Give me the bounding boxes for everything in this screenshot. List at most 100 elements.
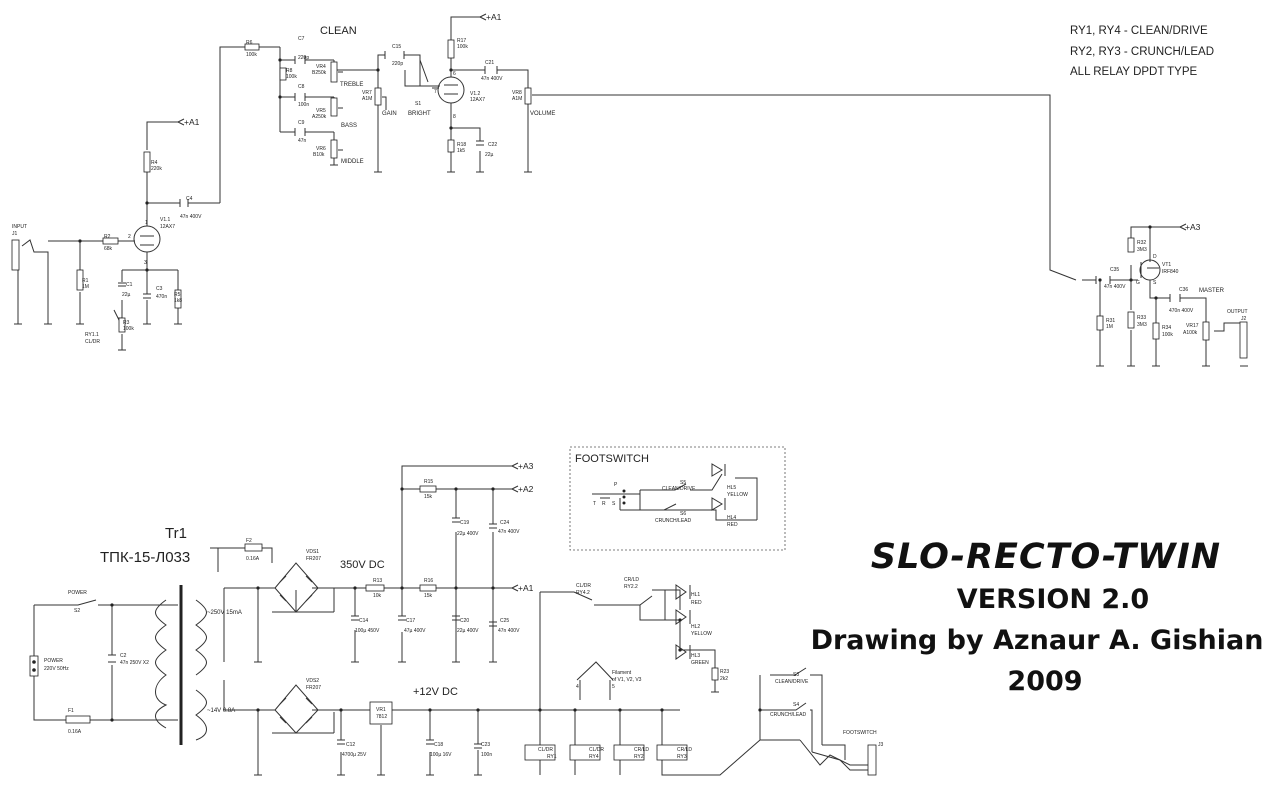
- svg-text:S3: S3: [793, 672, 799, 678]
- svg-text:100µ 16V: 100µ 16V: [430, 752, 452, 758]
- middle-label: MIDDLE: [341, 159, 364, 165]
- svg-text:Filament: Filament: [612, 670, 632, 676]
- svg-text:22µ: 22µ: [122, 292, 131, 298]
- svg-text:7: 7: [434, 89, 437, 95]
- svg-text:YELLOW: YELLOW: [727, 492, 748, 498]
- svg-text:A1M: A1M: [512, 96, 522, 102]
- svg-text:S1: S1: [415, 101, 421, 107]
- svg-text:YELLOW: YELLOW: [691, 631, 712, 637]
- bass-label: BASS: [341, 123, 357, 129]
- svg-text:S2: S2: [74, 608, 80, 614]
- svg-text:R6: R6: [246, 40, 253, 46]
- svg-text:J1: J1: [12, 231, 18, 237]
- svg-text:VR7: VR7: [362, 90, 372, 96]
- svg-text:R15: R15: [424, 479, 433, 485]
- svg-text:HL5: HL5: [727, 485, 736, 491]
- svg-text:RY4.2: RY4.2: [576, 590, 590, 596]
- note-line-3: ALL RELAY DPDT TYPE: [1070, 66, 1198, 78]
- svg-text:VR4: VR4: [316, 64, 326, 70]
- svg-text:RED: RED: [727, 522, 738, 528]
- svg-text:C9: C9: [298, 120, 305, 126]
- svg-text:RY2.2: RY2.2: [624, 584, 638, 590]
- svg-text:S5: S5: [680, 480, 686, 486]
- svg-text:12AX7: 12AX7: [470, 97, 485, 103]
- svg-text:CRUNCH/LEAD: CRUNCH/LEAD: [770, 712, 807, 718]
- svg-text:220k: 220k: [151, 166, 162, 172]
- relay-ry4: [569, 744, 601, 761]
- svg-text:C3: C3: [156, 286, 163, 292]
- svg-text:VDS2: VDS2: [306, 678, 319, 684]
- svg-text:P: P: [614, 482, 618, 488]
- svg-text:HL4: HL4: [727, 515, 736, 521]
- svg-text:VT1: VT1: [1162, 262, 1171, 268]
- svg-text:15k: 15k: [424, 494, 433, 500]
- pot-vr6: [330, 139, 338, 159]
- power-supply-wiring: [33, 465, 868, 776]
- svg-text:47n: 47n: [298, 138, 307, 144]
- svg-text:470n: 470n: [156, 294, 167, 300]
- bridge-vds1: [274, 562, 319, 613]
- svg-text:47n 250V X2: 47n 250V X2: [120, 660, 149, 666]
- pot-vr5: [330, 97, 338, 117]
- control-labels: TREBLE BASS MIDDLE GAIN BRIGHT VOLUME MA…: [12, 82, 1248, 315]
- svg-text:3: 3: [144, 260, 147, 266]
- svg-text:CL/DR: CL/DR: [538, 747, 553, 753]
- svg-text:C23: C23: [481, 742, 490, 748]
- resistor-r31: [1096, 315, 1104, 331]
- svg-text:C8: C8: [298, 84, 305, 90]
- rail-a1-label: +A1: [518, 583, 534, 593]
- svg-text:12AX7: 12AX7: [160, 224, 175, 230]
- svg-text:100n: 100n: [481, 752, 492, 758]
- svg-text:CLEAN/DRIVE: CLEAN/DRIVE: [775, 679, 809, 685]
- project-title: SLO-RECTO-TWIN: [871, 537, 1221, 577]
- resistor-r16: [419, 584, 437, 592]
- svg-text:R33: R33: [1137, 315, 1146, 321]
- svg-text:47n 400V: 47n 400V: [180, 214, 202, 220]
- svg-text:RY1: RY1: [547, 754, 557, 760]
- svg-text:POWER: POWER: [44, 658, 63, 664]
- treble-label: TREBLE: [340, 82, 363, 88]
- svg-text:4700µ 25V: 4700µ 25V: [342, 752, 367, 758]
- svg-text:1: 1: [145, 220, 148, 226]
- fuse-f1: [65, 715, 91, 724]
- svg-text:47µ 400V: 47µ 400V: [404, 628, 426, 634]
- power-supply-designators: Tr1 ТПК-15-Л033 F1 0.16A F2 0.16A POWER …: [44, 479, 884, 760]
- svg-text:HL1: HL1: [691, 592, 700, 598]
- resistor-r4: [143, 151, 151, 173]
- rail-a1-label: +A1: [486, 12, 502, 22]
- resistor-r18: [447, 139, 455, 153]
- relay-ry1: [524, 744, 556, 761]
- preamp-designators: J1 R1 1M R2 68k R4 220k R5 1k8 R3 100k C…: [12, 36, 522, 345]
- svg-text:R: R: [602, 501, 606, 507]
- svg-text:F2: F2: [246, 538, 252, 544]
- svg-text:6: 6: [453, 71, 456, 77]
- resistor-r2: [102, 237, 119, 245]
- svg-text:C19: C19: [460, 520, 469, 526]
- note-line-1: RY1, RY4 - CLEAN/DRIVE: [1070, 25, 1208, 37]
- svg-text:22µ 400V: 22µ 400V: [457, 531, 479, 537]
- svg-text:C14: C14: [359, 618, 368, 624]
- svg-text:R5: R5: [174, 292, 181, 298]
- svg-text:8: 8: [453, 114, 456, 120]
- svg-text:220p: 220p: [392, 61, 403, 67]
- lv-dc-label: +12V DC: [413, 686, 458, 698]
- svg-text:1k5: 1k5: [457, 148, 465, 154]
- svg-text:CL/DR: CL/DR: [85, 339, 100, 345]
- svg-text:C22: C22: [488, 142, 497, 148]
- relay-ry3: [656, 744, 688, 761]
- svg-text:~14V 0.8A: ~14V 0.8A: [207, 708, 235, 714]
- svg-text:C15: C15: [392, 44, 401, 50]
- poweramp-designators: R31 1M R32 3M3 R33 3M3 R34 100k C35 47n …: [1104, 240, 1247, 338]
- output-jack: [1239, 321, 1248, 359]
- svg-text:R4: R4: [151, 160, 158, 166]
- svg-text:47n 400V: 47n 400V: [481, 76, 503, 82]
- svg-text:VR17: VR17: [1186, 323, 1199, 329]
- svg-text:68k: 68k: [104, 246, 113, 252]
- svg-text:4: 4: [576, 684, 579, 690]
- svg-text:T: T: [593, 501, 596, 507]
- bright-label: BRIGHT: [408, 111, 431, 117]
- hv-dc-label: 350V DC: [340, 559, 385, 571]
- svg-text:1M: 1M: [82, 284, 89, 290]
- svg-text:~250V 15mA: ~250V 15mA: [207, 610, 242, 616]
- svg-text:C12: C12: [346, 742, 355, 748]
